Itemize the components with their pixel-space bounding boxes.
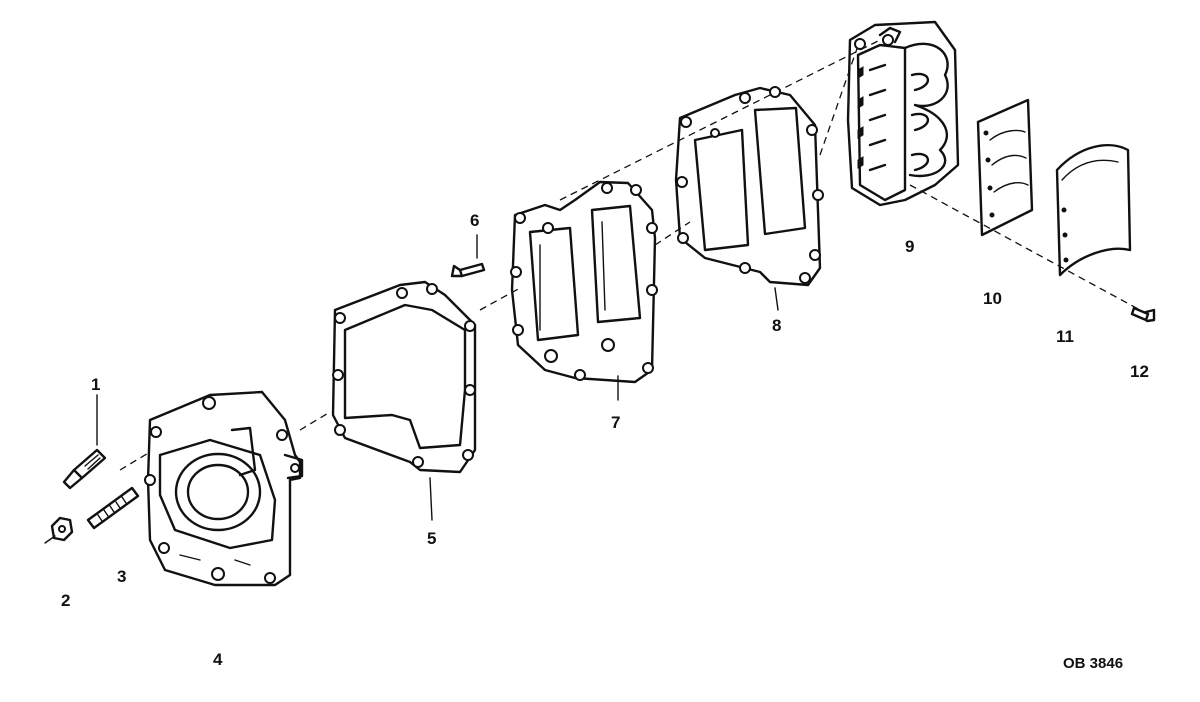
callout-10: 10 — [983, 289, 1002, 308]
part-11-reed-stop — [1055, 143, 1132, 277]
callout-1: 1 — [91, 375, 101, 394]
callout-11: 11 — [1056, 327, 1074, 346]
callout-7: 7 — [611, 413, 621, 432]
part-12-screw — [1130, 306, 1156, 323]
part-7-plate — [510, 180, 658, 401]
callout-2: 2 — [61, 591, 71, 610]
part-9-reed-cage — [846, 20, 960, 207]
alignment-line-main — [119, 39, 861, 471]
part-2-nut — [44, 516, 74, 544]
callout-9: 9 — [905, 237, 915, 256]
callout-4: 4 — [213, 650, 223, 669]
alignment-line-reed — [909, 184, 1141, 311]
callout-5: 5 — [427, 529, 437, 548]
callout-6: 6 — [470, 211, 480, 230]
part-3-stud — [86, 486, 140, 530]
part-6-screw — [450, 234, 486, 278]
callout-8: 8 — [772, 316, 782, 335]
figure-id-label: OB 3846 — [1063, 655, 1124, 672]
part-5-gasket — [331, 280, 477, 521]
part-4-housing — [144, 390, 304, 587]
part-1-screw — [62, 394, 107, 490]
part-8-gasket — [674, 86, 824, 311]
part-10-reed — [976, 98, 1034, 237]
callout-3: 3 — [117, 567, 127, 586]
callout-12: 12 — [1130, 362, 1149, 381]
